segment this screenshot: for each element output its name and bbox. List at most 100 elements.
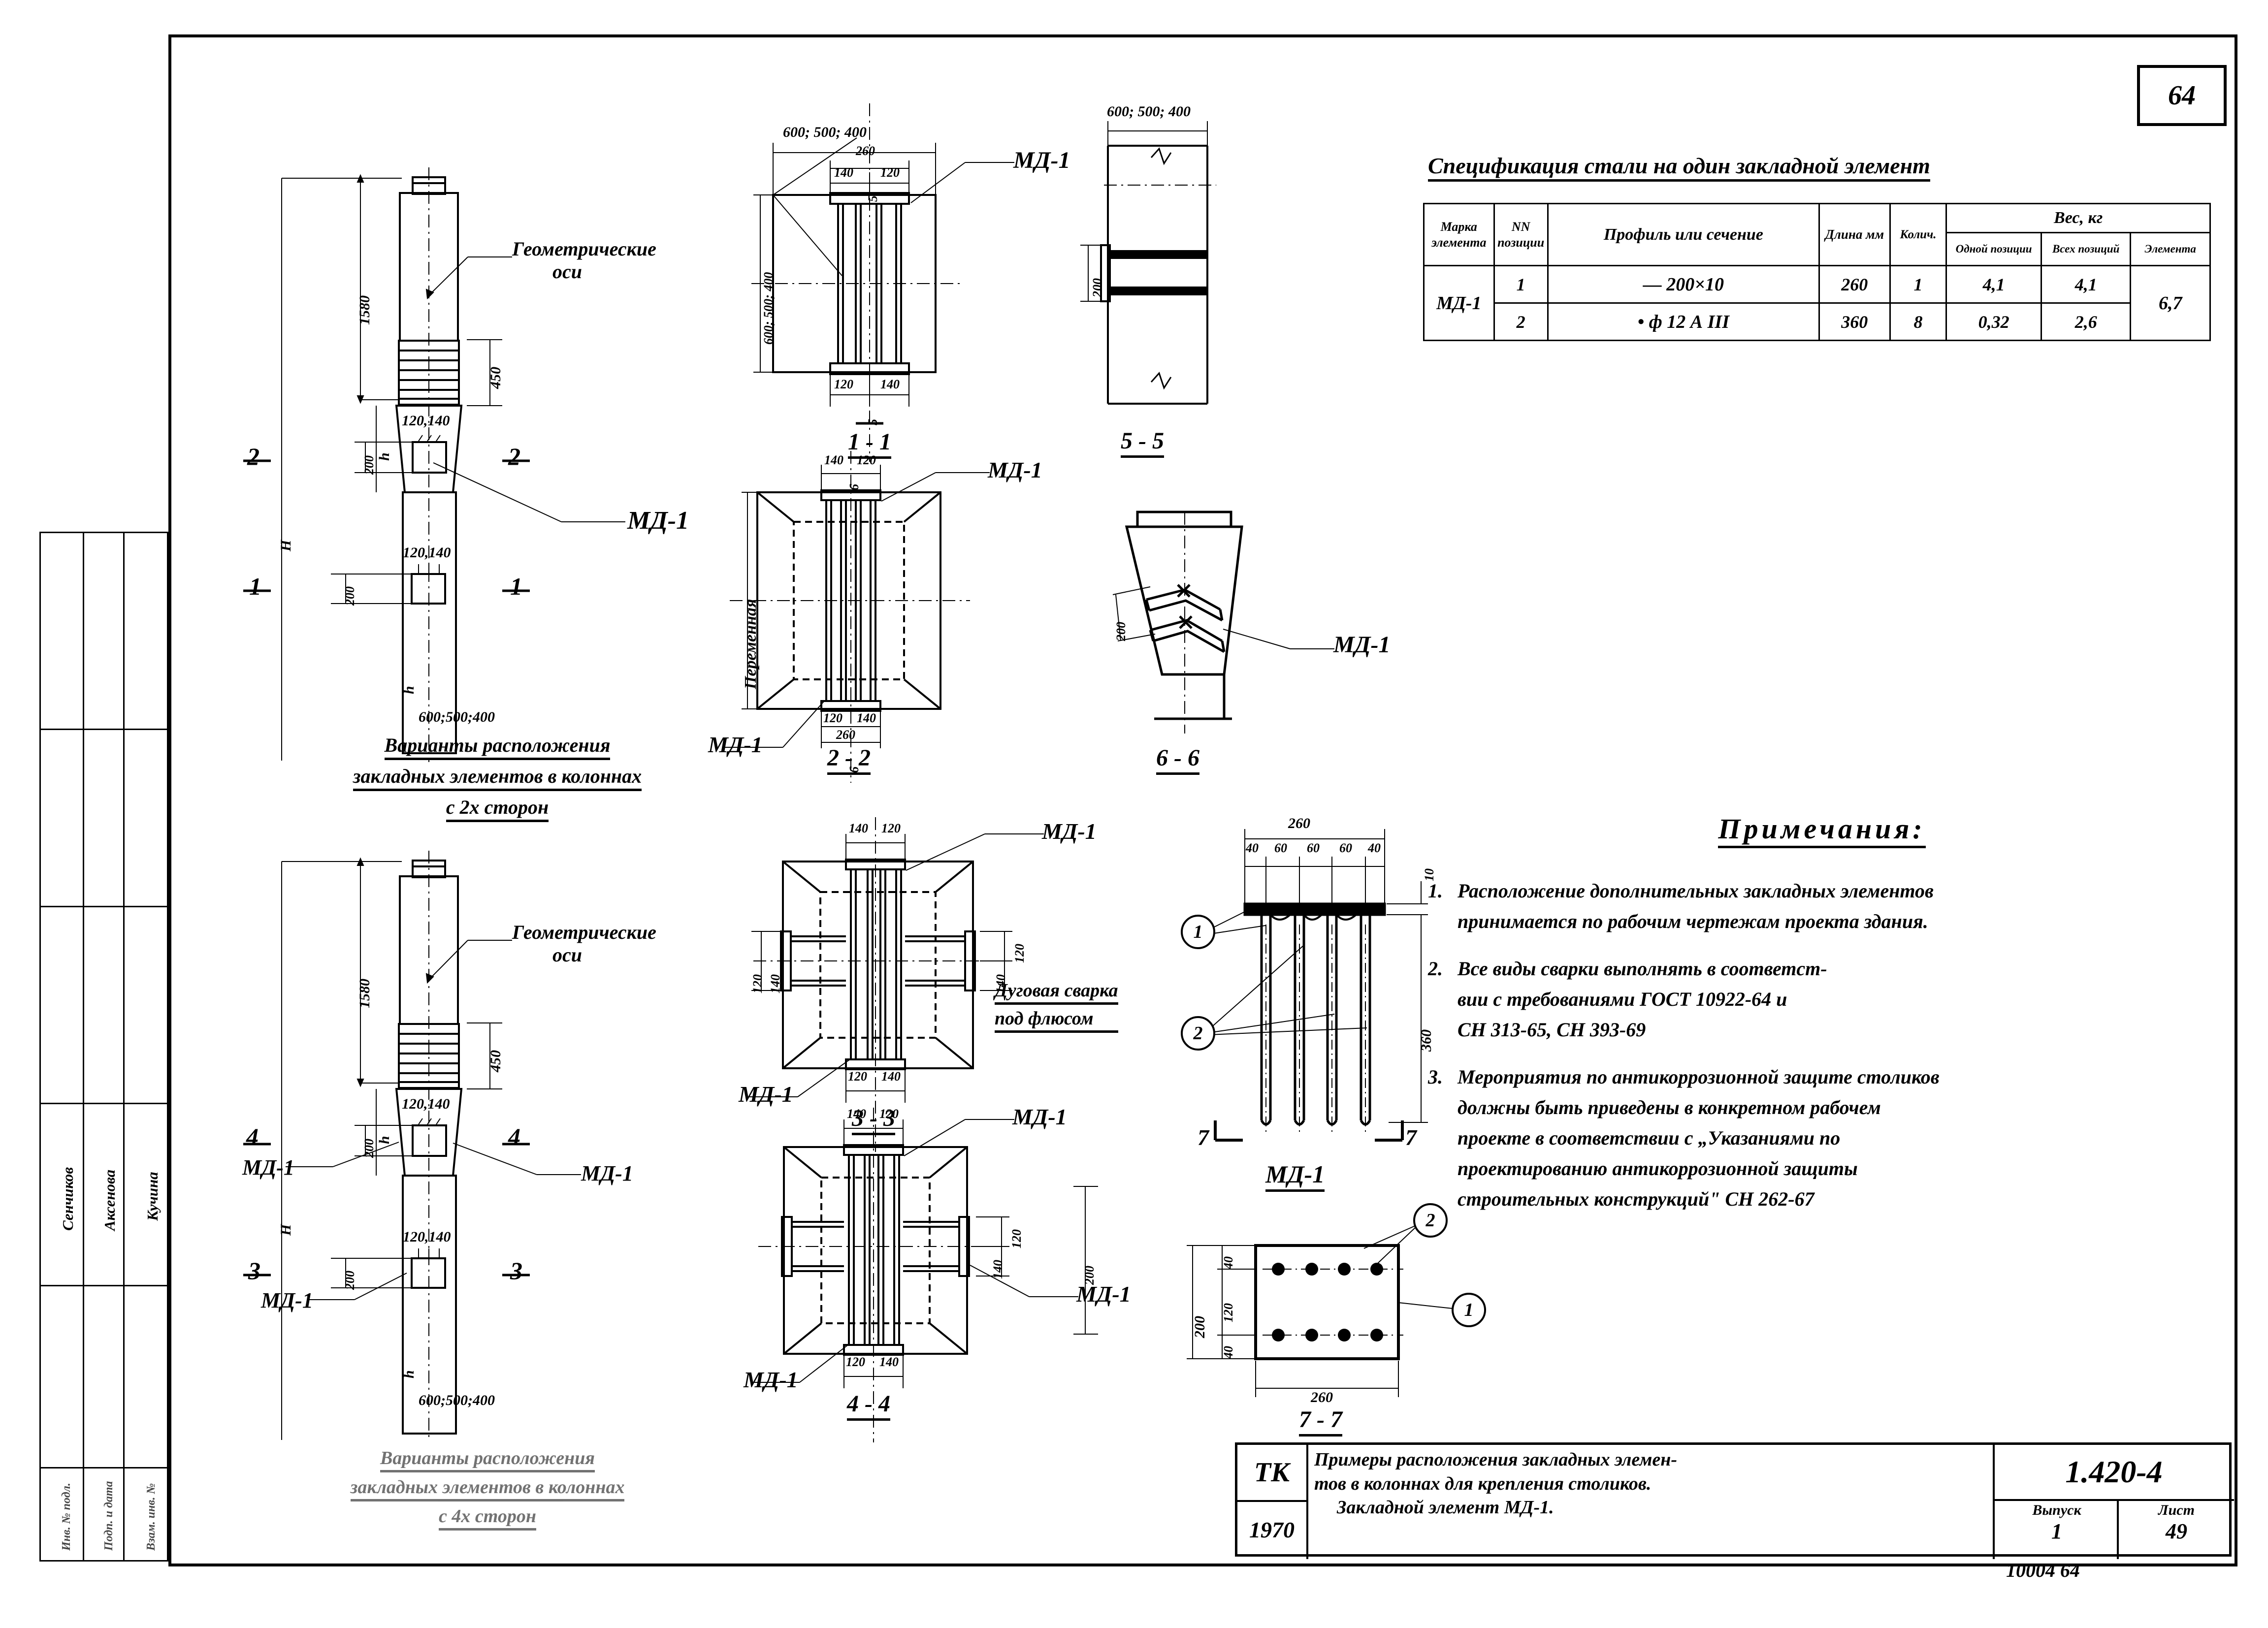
- s77-dim-40a: 40: [1221, 1256, 1235, 1269]
- s11-dim-600: 600; 500; 400: [783, 124, 867, 140]
- s77-dim-40b: 40: [1221, 1346, 1235, 1359]
- spec-cell-wone-1: 0,32: [1945, 302, 2042, 341]
- tb-title-l2: тов в колоннах для крепления столиков.: [1314, 1473, 1652, 1494]
- s22-variable-label: Переменная: [742, 599, 760, 689]
- page-number: 64: [2168, 80, 2196, 111]
- col4-caption-l1: Варианты расположения: [380, 1447, 595, 1472]
- note-3-l5: строительных конструкций" СН 262-67: [1458, 1188, 1814, 1210]
- spec-header-length: Длина мм: [1818, 203, 1891, 266]
- tb-sheet-value: 49: [2166, 1519, 2187, 1543]
- section-5-5: 600; 500; 400 200 5 - 5: [1073, 89, 1310, 473]
- s66-title: 6 - 6: [1156, 744, 1199, 775]
- dim-H: H: [278, 540, 294, 551]
- spec-header-weight-group: Вес, кг: [1945, 203, 2211, 233]
- notes-block: Примечания: 1. Расположение дополнительн…: [1428, 812, 2216, 1214]
- dim4-200-corbel: 200: [362, 1139, 376, 1158]
- bottom-code-text: 10004 64: [2006, 1559, 2080, 1581]
- col2-caption: Варианты расположения закладных элементо…: [276, 734, 719, 822]
- column-elevation-2-sides-graphic: [243, 167, 625, 762]
- section-2-2: 140 120 120 140 260 Переменная МД-1 МД-1…: [704, 443, 1088, 788]
- section-3-3-graphic: [747, 817, 1044, 1152]
- table-row: 2 • ф 12 А III 360 8 0,32 2,6: [1424, 302, 2210, 341]
- s11-dim-260: 260: [856, 144, 875, 158]
- margin-name-2: Кучина: [144, 1172, 161, 1221]
- section-4-4-graphic: [753, 1108, 1098, 1442]
- dim4-120-140-corbel: 120,140: [402, 1096, 450, 1112]
- margin-meta-0: Инв. № подл.: [60, 1483, 73, 1551]
- position-bubble-2-label: 2: [1193, 1023, 1203, 1044]
- md1-dim-60a: 60: [1274, 841, 1287, 855]
- tb-year: 1970: [1249, 1517, 1295, 1542]
- weld-label: Дуговая сварка под флюсом: [995, 980, 1118, 1033]
- table-row: МД-1 1 — 200×10 260 1 4,1 4,1 6,7: [1423, 265, 2211, 341]
- weld-label-l1: Дуговая сварка: [995, 980, 1118, 1005]
- md1-label-elev4-left: МД-1: [242, 1155, 294, 1180]
- spec-title: Спецификация стали на один закладной эле…: [1428, 153, 1930, 182]
- spec-header-w-all: Всех позиций: [2040, 232, 2132, 266]
- md1-label-elev4-lower: МД-1: [261, 1288, 313, 1312]
- s33-dim-120: 120: [881, 821, 901, 835]
- note-3-l1: Мероприятия по антикоррозионной защите с…: [1458, 1066, 1940, 1088]
- column-elevation-2-sides: 1580 450 200 200 h H h 120,140 120,140 6…: [236, 148, 753, 763]
- s33-dim-140-b: 140: [881, 1069, 901, 1084]
- section-7-7-graphic: [1187, 1225, 1453, 1397]
- section-mark-3-right: 3: [510, 1257, 522, 1284]
- note-item-1: 1. Расположение дополнительных закладных…: [1428, 876, 2216, 937]
- md1-label-elev4-right: МД-1: [581, 1161, 633, 1185]
- section-5-5-graphic: [1080, 121, 1216, 405]
- s22-md1-left: МД-1: [708, 732, 763, 757]
- spec-header-row-2: Одной позиции Всех позиций Элемента: [1424, 232, 2211, 266]
- s22-dim-260: 260: [836, 728, 855, 742]
- s33-dim-140-vl: 140: [768, 974, 782, 993]
- md1-elevation: 260 40 60 60 60 40 10 360 7 7 1 2 МД-1: [1172, 807, 1576, 1201]
- s66-dim-200: 200: [1114, 622, 1128, 641]
- section-mark-4-right: 4: [508, 1123, 520, 1150]
- margin-meta-2: Взам. инв. №: [145, 1483, 158, 1551]
- spec-cell-mark-0: МД-1: [1423, 265, 1495, 341]
- section-1-1-graphic: [751, 103, 1014, 462]
- note-2-l2: вии с требованиями ГОСТ 10922-64 и: [1458, 988, 1787, 1010]
- s11-title: 1 - 1: [848, 428, 891, 459]
- spec-cell-pos-0: 1: [1493, 265, 1549, 304]
- spec-header-mark: Марка элемента: [1423, 203, 1495, 266]
- notes-title: Примечания:: [1718, 813, 1926, 848]
- dim4-450: 450: [487, 1050, 504, 1072]
- position-bubble-1-label: 1: [1193, 922, 1203, 942]
- s22-mark-6-top: 6: [847, 484, 861, 490]
- s77-position-bubble-1: 1: [1452, 1293, 1486, 1327]
- note-1-l2: принимается по рабочим чертежам проекта …: [1458, 910, 1928, 932]
- s55-title: 5 - 5: [1121, 427, 1164, 458]
- dim-h-upper: h: [376, 452, 392, 461]
- section-mark-2-right: 2: [508, 443, 520, 470]
- s11-dim-120: 120: [880, 165, 900, 180]
- spec-header-profile: Профиль или сечение: [1547, 203, 1820, 266]
- s77-position-bubble-1-label: 1: [1464, 1300, 1474, 1320]
- dim4-h-lower: h: [401, 1370, 417, 1378]
- s22-md1-right: МД-1: [988, 457, 1042, 482]
- col4-caption: Варианты расположения закладных элементо…: [256, 1447, 719, 1531]
- s33-dim-120-b: 120: [848, 1069, 867, 1084]
- section-6-6: 200 МД-1 6 - 6: [1103, 511, 1497, 788]
- spec-cell-wall-0: 4,1: [2040, 265, 2132, 304]
- tb-org: ТК: [1254, 1457, 1290, 1488]
- s44-md1-right: МД-1: [1012, 1104, 1067, 1129]
- s33-dim-120-vl: 120: [750, 974, 765, 993]
- spec-cell-qty-0: 1: [1889, 265, 1947, 304]
- sheet-border: [168, 34, 2237, 1566]
- s11-mark-5-top: 5: [866, 195, 880, 202]
- s77-position-bubble-2-label: 2: [1426, 1210, 1435, 1231]
- note-1-l1: Расположение дополнительных закладных эл…: [1458, 880, 1934, 902]
- dim4-H: H: [278, 1224, 294, 1236]
- s22-title: 2 - 2: [827, 744, 871, 775]
- section-mark-1-right: 1: [510, 573, 522, 600]
- dim-120-140-corbel: 120,140: [402, 413, 450, 429]
- s44-md1-left: МД-1: [744, 1367, 798, 1392]
- tb-code: 1.420-4: [2065, 1454, 2163, 1489]
- md1-elevation-graphic: [1207, 829, 1428, 1142]
- s44-dim-120: 120: [879, 1107, 899, 1121]
- section-mark-2-left: 2: [247, 443, 259, 470]
- tb-title-l3: Закладной элемент МД-1.: [1337, 1497, 1554, 1518]
- s22-dim-120-b: 120: [823, 711, 842, 725]
- s77-dim-260: 260: [1311, 1389, 1333, 1405]
- spec-header-w-one: Одной позиции: [1945, 232, 2042, 266]
